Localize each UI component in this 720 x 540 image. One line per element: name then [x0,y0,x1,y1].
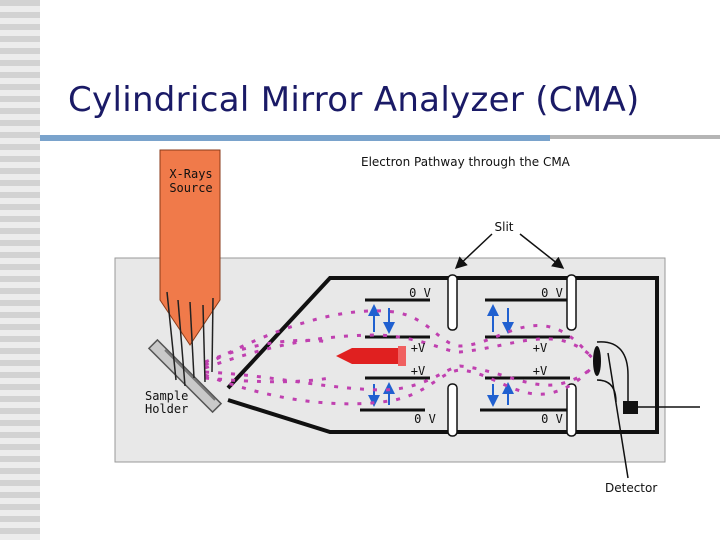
xray-ray [202,304,206,383]
detector-leader [607,352,629,479]
detector-block [623,401,638,414]
electron-path [204,309,597,367]
xray-ray [177,299,186,387]
title-underline [40,135,550,141]
voltage-label: +V [533,341,547,355]
diagram-subtitle: Electron Pathway through the CMA [361,155,571,169]
detector-tube [596,341,629,402]
voltage-label: 0 V [541,286,563,300]
xray-source-label: Source [169,181,212,195]
sample-holder-label: Sample [145,389,188,403]
voltage-label: +V [533,364,547,378]
voltage-label: 0 V [409,286,431,300]
electron-path [204,361,598,392]
xray-ray [166,291,177,381]
electron-path [204,338,331,364]
slit-bottom [447,383,458,437]
title-underline-grey [550,135,720,139]
slit-right-top [566,274,577,331]
xray-source-beam [159,149,221,346]
detector-lens [593,346,601,376]
electron-path [204,333,598,370]
slit-pointer [519,233,565,269]
slit-pointer [454,233,493,270]
detector-label: Detector [605,481,657,495]
xray-source-label: X-Rays [169,167,212,181]
voltage-label: 0 V [541,412,563,426]
voltage-label: 0 V [414,412,436,426]
slit-label: Slit [495,220,514,234]
xray-rays [166,291,214,387]
xray-ray [211,297,214,373]
gun-cap [398,346,406,366]
slit-top [447,274,458,331]
voltage-label: +V [411,341,425,355]
sample-holder-label: Holder [145,402,188,416]
xray-ray [189,301,195,379]
slit-right-bottom [566,383,577,437]
electron-paths [204,309,598,406]
decorative-stripes [0,0,40,540]
voltage-label: +V [411,364,425,378]
slide-title: Cylindrical Mirror Analyzer (CMA) [68,80,640,120]
electron-gun [336,348,400,364]
sample-holder [147,338,223,414]
outer-cylinder [226,276,659,434]
